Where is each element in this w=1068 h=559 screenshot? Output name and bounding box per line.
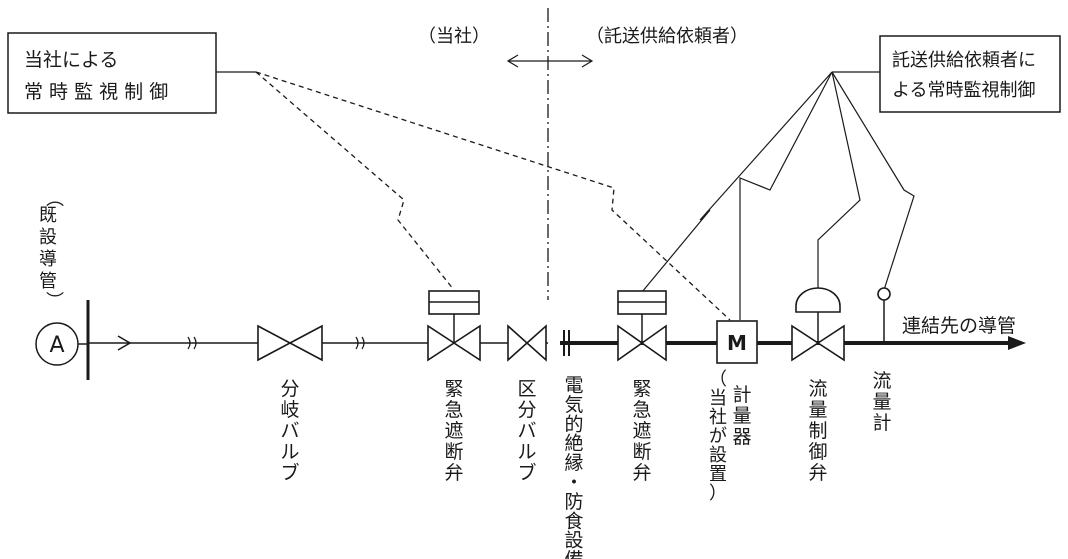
flow-meter-symbol	[877, 287, 891, 343]
requester-monitoring-line-1: 託送供給依頼者に	[892, 50, 1036, 71]
existing-pipe-origin: A	[35, 300, 90, 380]
meter-label: 計量器	[732, 384, 751, 448]
branch-valve-label: 分岐バルブ	[280, 378, 299, 484]
requester-monitoring-line-2: よる常時監視制御	[892, 80, 1035, 101]
section-valve-label: 区分バルブ	[517, 378, 536, 484]
svg-text:既: 既	[39, 205, 57, 226]
svg-text:管: 管	[39, 271, 57, 292]
origin-circle-label: A	[49, 333, 64, 358]
existing-pipe-label: （ 既 設 導 管 ）	[39, 189, 64, 309]
emergency-valve-2-symbol	[617, 290, 667, 362]
company-side-label: （当社）	[418, 26, 490, 47]
requester-signal-lines	[641, 71, 915, 320]
svg-text:（: （	[43, 189, 64, 207]
emergency-valve-2-label: 緊急遮断弁	[632, 378, 651, 484]
meter-symbol-label: M	[727, 331, 747, 355]
company-monitoring-line-2: 常 時 監 視 制 御	[24, 81, 168, 103]
company-signal-lines	[216, 71, 731, 321]
company-monitoring-line-1: 当社による	[24, 49, 118, 71]
insulation-flange	[563, 330, 570, 356]
emergency-valve-1-symbol	[427, 290, 481, 362]
flow-control-valve-label: 流量制御弁	[808, 378, 827, 484]
flow-control-valve-symbol	[791, 287, 845, 362]
svg-text:）: ）	[43, 291, 64, 309]
meter-symbol: M	[716, 320, 758, 364]
branch-valve-symbol	[257, 324, 323, 362]
flow-meter-label: 流量計	[872, 370, 891, 434]
company-monitoring-box: 当社による 常 時 監 視 制 御	[7, 32, 217, 114]
section-valve-symbol	[507, 324, 547, 362]
svg-text:導: 導	[39, 249, 57, 270]
destination-label: 連結先の導管	[902, 315, 1016, 337]
svg-text:設: 設	[39, 227, 57, 248]
requester-monitoring-box: 託送供給依頼者に よる常時監視制御	[879, 35, 1061, 113]
insulation-label: 電気的絶縁・防食設備	[564, 375, 583, 559]
meter-note-label: （当社が設置）	[709, 369, 727, 504]
boundary-double-arrow	[506, 54, 594, 68]
emergency-valve-1-label: 緊急遮断弁	[444, 378, 463, 484]
requester-side-label: （託送供給依頼者）	[586, 26, 748, 47]
